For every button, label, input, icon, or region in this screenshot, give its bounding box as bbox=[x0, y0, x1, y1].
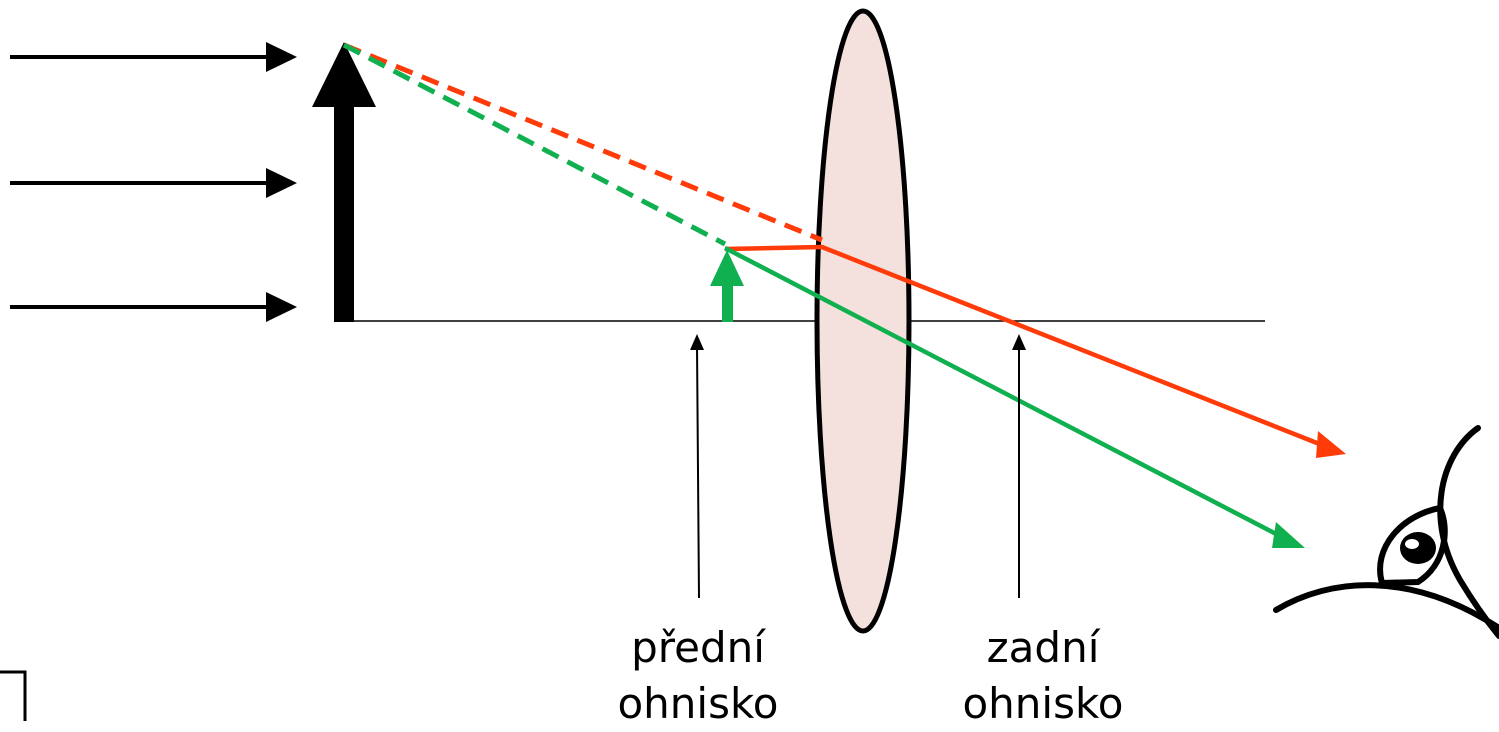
incoming-ray-top bbox=[10, 42, 297, 72]
green-ray bbox=[723, 246, 1305, 548]
incoming-ray-middle bbox=[10, 168, 297, 198]
green-dashed-ray bbox=[342, 42, 727, 247]
front-focus-label-line2: ohnisko bbox=[617, 679, 779, 728]
corner-bracket bbox=[0, 670, 27, 721]
incoming-ray-bottom bbox=[10, 292, 297, 322]
back-focus-label-line1: zadní bbox=[986, 623, 1100, 672]
incoming-rays bbox=[10, 42, 297, 322]
back-focus-label-line2: ohnisko bbox=[962, 679, 1124, 728]
eye-icon bbox=[1273, 425, 1499, 639]
object-arrow bbox=[312, 42, 376, 322]
back-focus-label: zadní ohnisko bbox=[923, 620, 1163, 732]
image-arrow bbox=[710, 250, 744, 322]
back-focus-pointer bbox=[1012, 334, 1026, 598]
front-focus-label: přední ohnisko bbox=[578, 620, 818, 732]
red-dashed-ray bbox=[343, 42, 823, 243]
front-focus-label-line1: přední bbox=[631, 623, 765, 672]
front-focus-pointer bbox=[690, 334, 704, 599]
red-ray bbox=[724, 244, 1346, 458]
